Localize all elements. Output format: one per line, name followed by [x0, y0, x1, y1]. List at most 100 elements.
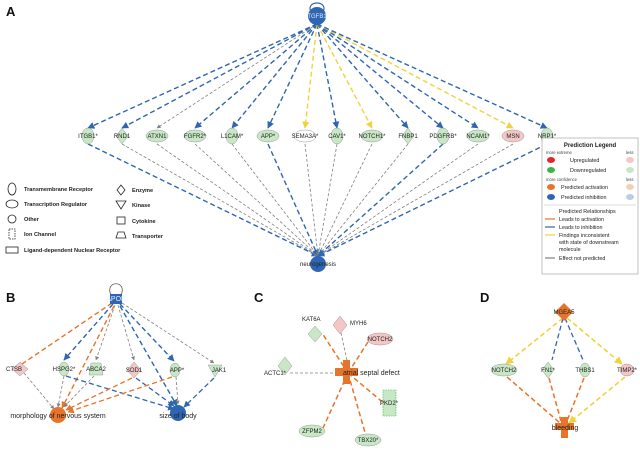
apoe-self-loop [109, 283, 123, 296]
downregulated-strong-icon [547, 167, 555, 173]
app-node[interactable]: APP* [169, 362, 185, 378]
edge-hspg2-size [65, 375, 175, 411]
kinase-icon [115, 200, 127, 210]
legend-findings-1: Findings inconsistent [559, 233, 610, 239]
actc1-node[interactable]: ACTC1* [264, 356, 293, 377]
fn1-node[interactable]: FN1* [541, 361, 555, 379]
edge-app-neurogenesis [267, 143, 319, 257]
atrial-septal-defect-node[interactable]: atrial septal defect [335, 360, 400, 384]
target-node-msn[interactable]: MSN [501, 129, 525, 143]
target-node-sema3a[interactable]: SEMA3A* [292, 129, 319, 143]
target-label-sema3a: SEMA3A* [292, 134, 319, 140]
target-label-nrp1: NRP1* [538, 134, 557, 140]
edge-atxn1-neurogenesis [156, 143, 319, 257]
legend-more-confidence: more confidence [546, 177, 578, 182]
target-node-cav1[interactable]: CAV1* [328, 127, 346, 145]
kat6a-node[interactable]: KAT6A [302, 317, 323, 343]
edge-notch1-neurogenesis [317, 143, 373, 257]
enzyme-icon [116, 184, 126, 196]
ctsb-label: CTSB [6, 367, 22, 373]
edge-apoe-ctsb [21, 302, 113, 365]
edge-tgfb1-l1cam [231, 23, 318, 129]
target-node-pdgfrb[interactable]: PDGFRB* [429, 127, 457, 145]
transcription-regulator-icon [5, 199, 19, 209]
ctsb-node[interactable]: CTSB [6, 361, 29, 377]
app-label: APP* [170, 368, 185, 374]
prediction-legend-box [541, 137, 639, 275]
inhibition-strong-icon [547, 194, 555, 200]
pkd2-node[interactable]: PKD2* [380, 389, 399, 417]
target-label-rnd1: RND1 [114, 134, 131, 140]
edge-apoe-app [119, 303, 175, 362]
target-shape-pdgfrb [436, 127, 450, 145]
panel-label-a: A [6, 4, 16, 19]
hspg2-node[interactable]: HSPG2* [53, 361, 76, 377]
target-node-rnd1[interactable]: RND1 [114, 127, 131, 145]
notch2-node[interactable]: NOTCH2 [366, 332, 394, 346]
bleeding-label: bleeding [552, 425, 579, 432]
target-label-ncam1: NCAM1* [466, 134, 490, 140]
target-node-fnbp1[interactable]: FNBP1 [398, 127, 418, 145]
morphology-label: morphology of nervous system [10, 413, 105, 420]
target-node-atxn1[interactable]: ATXN1 [145, 129, 169, 143]
panel-b: APOE CTSB HSPG2* ABCA2 SOD1 APP* JAK1 [6, 283, 227, 423]
fn1-label: FN1* [541, 368, 555, 374]
edge-app-morphology [67, 376, 173, 414]
edge-tgfb1-ncam1 [316, 23, 479, 129]
myh6-node[interactable]: MYH6 [332, 315, 367, 335]
target-shape-notch1 [360, 129, 384, 143]
target-shape-itgb1 [81, 127, 95, 145]
legend-transporter: Transporter [132, 234, 164, 240]
edge-tgfb1-sema3a [302, 23, 318, 129]
notch2-d-node[interactable]: NOTCH2 [490, 363, 518, 377]
edge-tgfb1-cav1 [316, 23, 340, 129]
sod1-node[interactable]: SOD1 [126, 361, 143, 379]
bleeding-node[interactable]: bleeding [552, 417, 579, 438]
target-node-itgb1[interactable]: ITGB1* [78, 127, 98, 145]
target-node-l1cam[interactable]: L1CAM* [221, 127, 244, 145]
edge-apoe-morphology [61, 305, 115, 409]
edge-tgfb1-notch1 [316, 23, 373, 129]
edge-app-size [175, 376, 180, 405]
target-node-app[interactable]: APP* [256, 129, 280, 143]
notch2-d-label: NOTCH2 [492, 368, 517, 374]
legend-kinase: Kinase [132, 203, 150, 209]
edge-apoe-size [119, 305, 178, 407]
target-label-notch1: NOTCH1* [358, 134, 386, 140]
target-node-ncam1[interactable]: NCAM1* [466, 129, 490, 143]
tbx20-node[interactable]: TBX20* [354, 433, 382, 447]
target-node-notch1[interactable]: NOTCH1* [358, 129, 386, 143]
ion-channel-icon [8, 228, 16, 240]
thbs1-node[interactable]: THBS1 [575, 362, 595, 378]
zfpm2-node[interactable]: ZFPM2 [298, 424, 326, 438]
abca2-node[interactable]: ABCA2 [86, 362, 106, 376]
edge-pkd2-center [347, 372, 387, 406]
prediction-legend: Prediction Legend more extreme less Upre… [541, 137, 639, 275]
jak1-node[interactable]: JAK1 [207, 364, 227, 378]
panel-a: TGFB1 ITGB1* RND1 ATXN1 FGFR2* L1CAM* APP* SEM… [78, 2, 557, 272]
edge-mgea5-fn1 [551, 317, 564, 361]
target-shape-sema3a [293, 129, 317, 143]
cytokine-icon [116, 216, 126, 225]
edge-msn-neurogenesis [317, 143, 514, 257]
kat6a-label: KAT6A [302, 317, 321, 323]
target-node-fgfr2[interactable]: FGFR2* [183, 129, 207, 143]
hub-tgfb1-node[interactable]: TGFB1 [307, 7, 327, 25]
edge-apoe-sod1 [117, 304, 135, 361]
edge-mgea5-notch2 [505, 317, 564, 365]
legend-predicted-activation: Predicted activation [561, 185, 608, 191]
legend-relationships-title: Predicted Relationships [559, 209, 616, 215]
upregulated-strong-icon [547, 157, 555, 163]
mgea5-node[interactable]: MGEA5 [553, 303, 575, 321]
legend-transcription: Transcription Regulator [24, 202, 88, 208]
morphology-node[interactable]: morphology of nervous system [10, 407, 106, 423]
edge-tgfb1-itgb1 [87, 23, 318, 129]
edge-sod1-morphology [65, 377, 133, 411]
target-label-pdgfrb: PDGFRB* [429, 134, 457, 140]
size-of-body-node[interactable]: size of body [159, 405, 197, 421]
apoe-node[interactable]: APOE [106, 294, 126, 304]
neurogenesis-node[interactable]: neurogenesis [300, 256, 336, 272]
legend-cytokine: Cytokine [132, 219, 156, 225]
upregulated-weak-icon [626, 157, 634, 163]
timp2-node[interactable]: TIMP2* [617, 363, 638, 377]
